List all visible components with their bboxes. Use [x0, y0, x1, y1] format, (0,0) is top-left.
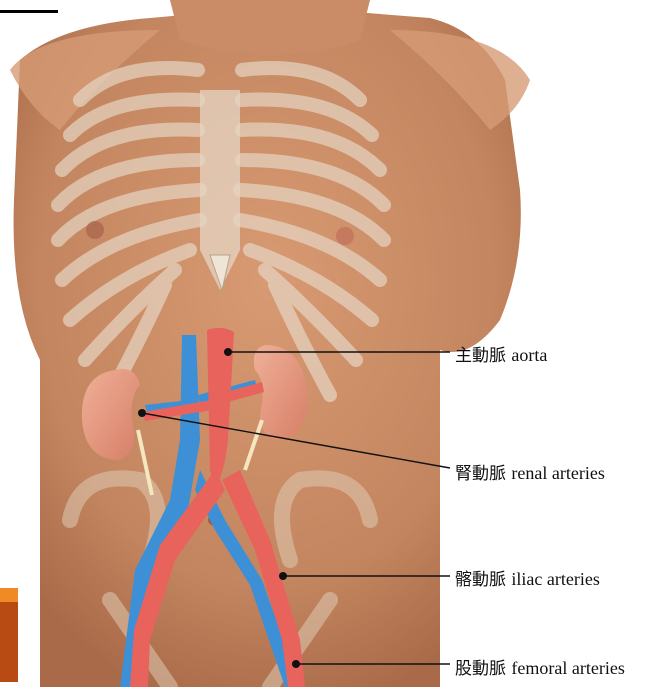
- label-aorta: 主動脈 aorta: [455, 341, 547, 366]
- label-iliac-arteries: 髂動脈 iliac arteries: [455, 565, 600, 590]
- top-underline-rule: [0, 10, 58, 13]
- side-strip-orange: [0, 588, 18, 602]
- right-nipple: [336, 227, 354, 245]
- label-renal-en: renal arteries: [511, 463, 604, 483]
- label-renal-arteries: 腎動脈 renal arteries: [455, 459, 605, 484]
- label-femoral-en: femoral arteries: [511, 658, 624, 678]
- top-underline-mark: [0, 0, 58, 14]
- label-renal-zh: 腎動脈: [455, 464, 506, 484]
- label-femoral-arteries: 股動脈 femoral arteries: [455, 654, 625, 679]
- label-aorta-zh: 主動脈: [455, 346, 506, 366]
- side-strip-brown: [0, 602, 18, 682]
- label-iliac-en: iliac arteries: [511, 569, 599, 589]
- label-aorta-en: aorta: [511, 345, 547, 365]
- label-iliac-zh: 髂動脈: [455, 570, 506, 590]
- left-nipple: [86, 221, 104, 239]
- label-femoral-zh: 股動脈: [455, 659, 506, 679]
